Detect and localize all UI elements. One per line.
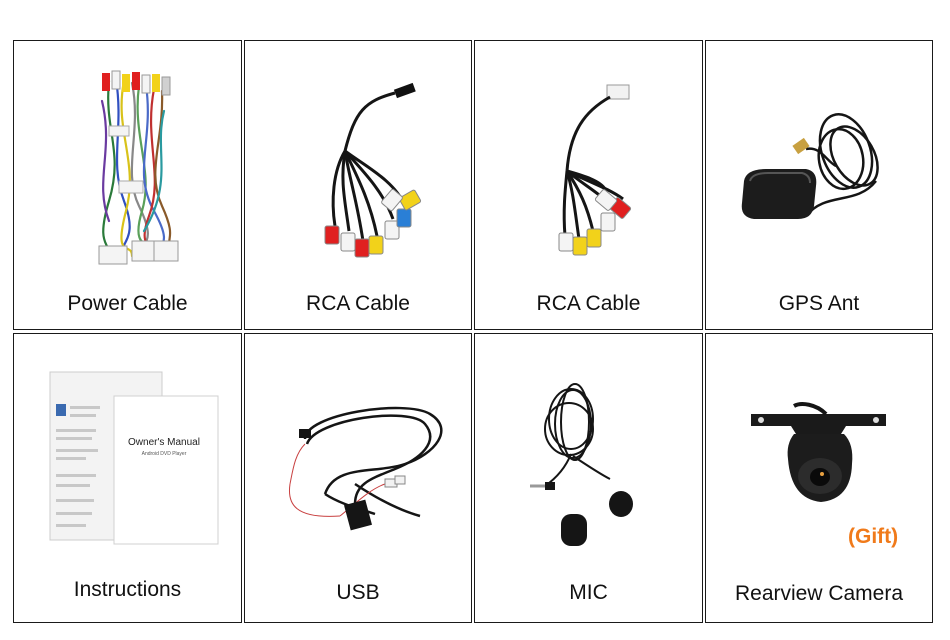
gps-antenna-icon — [741, 113, 879, 219]
manual-title: Owner's Manual — [128, 437, 200, 448]
product-label: RCA Cable — [306, 292, 410, 315]
product-label: Power Cable — [67, 292, 188, 315]
product-label: USB — [336, 581, 380, 604]
usb-cable-icon — [288, 406, 443, 531]
product-card-power-cable: Power Cable — [13, 40, 242, 330]
product-card-rca-cable: RCA Cable — [244, 40, 472, 330]
owners-manual-icon: Owner's Manual Android DVD Player — [49, 371, 219, 545]
product-card-mic: MIC — [474, 333, 703, 623]
product-card-gps-ant: GPS Ant — [705, 40, 933, 330]
gift-badge: (Gift) — [848, 525, 899, 548]
microphone-icon — [530, 383, 633, 546]
product-card-rearview-camera: (Gift) Rearview Camera — [705, 333, 933, 623]
manual-subtitle: Android DVD Player — [142, 451, 187, 457]
power-cable-harness-icon — [98, 70, 179, 265]
product-card-instructions: Owner's Manual Android DVD Player Instru… — [13, 333, 242, 623]
product-label: RCA Cable — [536, 292, 641, 315]
product-label: GPS Ant — [778, 292, 860, 315]
rca-cable-icon — [558, 84, 632, 256]
rearview-camera-icon — [751, 402, 886, 502]
product-label: MIC — [569, 581, 608, 604]
product-card-usb: USB — [244, 333, 472, 623]
product-card-rca-cable-2: RCA Cable — [474, 40, 703, 330]
rca-cable-icon — [324, 82, 422, 258]
product-label: Instructions — [73, 578, 182, 601]
product-label: Rearview Camera — [734, 582, 904, 605]
